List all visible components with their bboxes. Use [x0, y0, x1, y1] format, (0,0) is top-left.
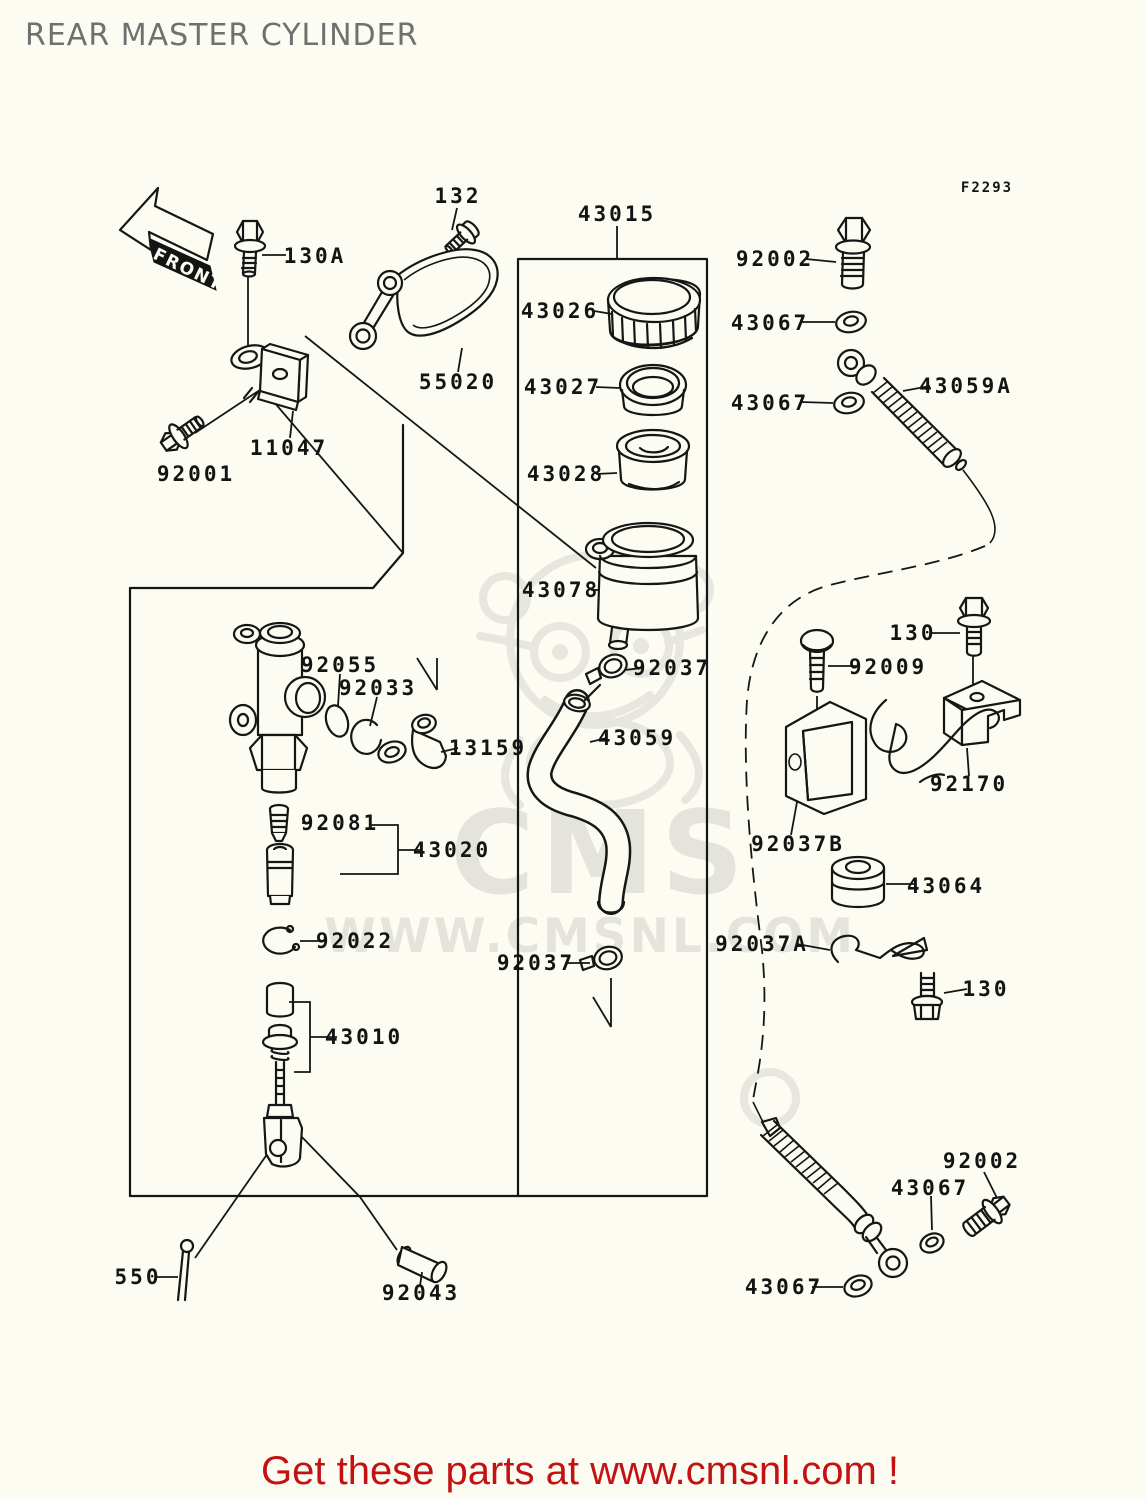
- bleeder-92081-drawing: [268, 803, 290, 843]
- part-number-92081: 92081: [301, 811, 379, 835]
- part-number-43059: 43059: [598, 726, 676, 750]
- bolt-92001-drawing: [159, 415, 205, 452]
- part-number-43028: 43028: [527, 462, 605, 486]
- part-number-92033: 92033: [339, 676, 417, 700]
- footer-cmsnl-link[interactable]: Get these parts at www.cmsnl.com !: [261, 1449, 899, 1493]
- part-number-43010: 43010: [325, 1025, 403, 1049]
- part-number-43026: 43026: [521, 299, 599, 323]
- part-number-92037a: 92037A: [715, 932, 809, 956]
- grommet-43064-drawing: [830, 855, 886, 908]
- part-number-55020: 55020: [419, 370, 497, 394]
- part-number-43027: 43027: [524, 375, 602, 399]
- banjo-bolt-92002-bottom-drawing: [962, 1195, 1011, 1237]
- group-part-number-labels: 132 130A 43015 92002 43067 43026 43027 4…: [115, 184, 1021, 1305]
- elbow-joint-13159-drawing: [377, 713, 448, 770]
- bolt-130a-drawing: [233, 219, 267, 278]
- part-number-130a: 130A: [284, 244, 347, 268]
- part-number-43067-4: 43067: [745, 1275, 823, 1299]
- part-number-43064: 43064: [907, 874, 985, 898]
- group-enclosure-lines: [128, 257, 709, 1198]
- front-arrow-label: FRONT: [150, 245, 226, 296]
- bracket-11047-drawing: [230, 342, 310, 412]
- pushrod-43010-drawing: [261, 981, 304, 1168]
- brake-hose-43059a-lower-drawing: [759, 1116, 909, 1279]
- part-number-11047: 11047: [250, 436, 328, 460]
- part-number-550: 550: [115, 1265, 162, 1289]
- part-number-43059a: 43059A: [919, 374, 1013, 398]
- part-number-13159: 13159: [449, 736, 527, 760]
- screw-132-drawing: [444, 220, 480, 255]
- washer-43067-2-drawing: [833, 391, 865, 415]
- part-number-43015: 43015: [578, 202, 656, 226]
- watermark-url-text: WWW.CMSNL.COM: [324, 909, 856, 964]
- part-number-92037-upper: 92037: [633, 656, 711, 680]
- part-number-130-top: 130: [890, 621, 937, 645]
- joint-pin-92043-drawing: [396, 1245, 448, 1284]
- o-ring-92055-drawing: [324, 704, 350, 738]
- part-number-43078: 43078: [522, 578, 600, 602]
- banjo-bolt-92002-top-drawing: [834, 216, 872, 290]
- part-number-92055: 92055: [301, 653, 379, 677]
- washer-43067-1-drawing: [835, 310, 867, 334]
- washer-43067-3-drawing: [919, 1232, 945, 1254]
- brake-pedal-55020-drawing: [348, 248, 499, 351]
- group-label-leader-lines: [156, 207, 998, 1288]
- part-number-43067-1: 43067: [731, 311, 809, 335]
- part-number-92043: 92043: [382, 1281, 460, 1305]
- hose-43059-drawing: [526, 689, 632, 915]
- circlip-92022-drawing: [262, 924, 301, 955]
- bolt-130-top-drawing: [956, 596, 992, 657]
- clamp-92037a-drawing: [830, 934, 929, 964]
- washer-43067-4-drawing: [843, 1274, 873, 1298]
- cotter-pin-550-drawing: [176, 1238, 195, 1302]
- figure-code: F2293: [961, 180, 1013, 196]
- part-number-92009: 92009: [849, 655, 927, 679]
- master-cylinder-body-drawing: [228, 621, 327, 794]
- hose-clamp-92037-lower-drawing: [578, 945, 623, 972]
- holder-92037b-drawing: [784, 700, 868, 816]
- hose-clamp-92037-upper-drawing: [583, 653, 628, 702]
- part-number-132: 132: [435, 184, 482, 208]
- snap-ring-92033-drawing: [350, 718, 383, 755]
- valve-43020-drawing: [265, 842, 295, 906]
- screw-92009-drawing: [799, 628, 835, 693]
- part-number-92022: 92022: [316, 929, 394, 953]
- part-number-92002-bottom: 92002: [943, 1149, 1021, 1173]
- part-number-130-bottom: 130: [963, 977, 1010, 1001]
- part-number-92170: 92170: [930, 772, 1008, 796]
- clamp-92170-drawing: [869, 679, 1022, 784]
- diaphragm-plate-43027-drawing: [618, 363, 688, 417]
- page-title: REAR MASTER CYLINDER: [25, 18, 418, 53]
- part-number-92002-top: 92002: [736, 247, 814, 271]
- front-direction-arrow: FRONT: [118, 186, 226, 296]
- part-number-43020: 43020: [413, 838, 491, 862]
- part-number-92037b: 92037B: [751, 832, 845, 856]
- part-number-43067-3: 43067: [891, 1176, 969, 1200]
- diaphragm-43028-drawing: [615, 428, 691, 491]
- reservoir-43078-drawing: [584, 521, 700, 651]
- group-assembly-lines: [194, 257, 996, 1259]
- brake-hose-43059a-upper-drawing: [836, 348, 968, 472]
- part-number-92001: 92001: [157, 462, 235, 486]
- cmsnl-watermark: CMS WWW.CMSNL.COM: [324, 551, 856, 1128]
- bolt-130-bottom-drawing: [910, 971, 944, 1021]
- reservoir-cap-43026-drawing: [606, 276, 702, 350]
- part-number-43067-2: 43067: [731, 391, 809, 415]
- part-number-92037-lower: 92037: [497, 951, 575, 975]
